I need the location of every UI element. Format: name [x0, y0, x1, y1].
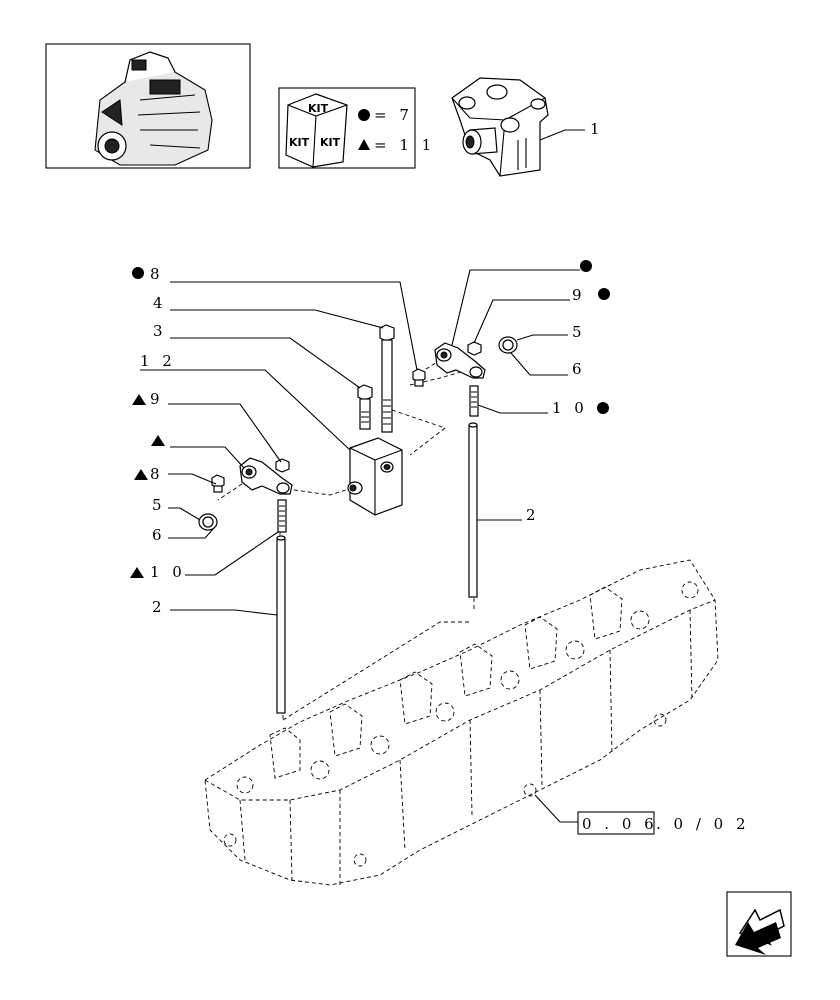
- right-push-rod[interactable]: [468, 422, 478, 598]
- callout-2-left: 2: [152, 598, 166, 616]
- engine-thumbnail-icon: [94, 51, 213, 166]
- left-rocker-arm[interactable]: [239, 457, 293, 495]
- right-adjusting-screw-10[interactable]: [469, 385, 479, 417]
- callout-12: 1 2: [140, 352, 176, 370]
- kit-box-icon: KIT KIT KIT: [285, 93, 348, 168]
- callout-8-triangle: 8: [150, 465, 164, 483]
- marker-circle-9: [598, 288, 610, 300]
- callout-3: 3: [153, 322, 167, 340]
- kit-box-label-top: KIT: [308, 102, 329, 115]
- triangle-marker-icon: [358, 139, 370, 150]
- right-o-ring[interactable]: [498, 336, 518, 354]
- part-4-long-bolt[interactable]: [379, 324, 395, 433]
- callout-1: 1: [590, 120, 604, 138]
- left-adjusting-screw-10[interactable]: [277, 499, 287, 533]
- callout-9-right: 9: [572, 286, 586, 304]
- callout-6-right: 6: [572, 360, 586, 378]
- marker-triangle-8: [134, 469, 148, 480]
- callout-4: 4: [153, 294, 167, 312]
- marker-triangle-10: [130, 567, 144, 578]
- cylinder-head-bosses: [223, 581, 699, 867]
- nav-arrow-icon: [735, 908, 785, 955]
- part-12-support-block[interactable]: [347, 437, 403, 516]
- kit-box-label-right: KIT: [320, 136, 341, 149]
- kit-circle-quantity: = 7: [374, 106, 413, 124]
- marker-circle-rocker: [580, 260, 592, 272]
- part-1-bracket[interactable]: [451, 77, 549, 177]
- part-8-screw-circle[interactable]: [412, 368, 426, 387]
- left-adjust-nut[interactable]: [275, 458, 290, 473]
- nav-arrow-button[interactable]: [726, 891, 792, 957]
- left-o-ring[interactable]: [198, 513, 218, 531]
- marker-triangle-9: [132, 394, 146, 405]
- engine-thumbnail[interactable]: [45, 43, 251, 169]
- callout-9-triangle: 9: [150, 390, 164, 408]
- callout-6-left: 6: [152, 526, 166, 544]
- reference-suffix: . 0 / 0 2: [656, 815, 750, 833]
- kit-legend: KIT KIT KIT = 7 = 1 1: [278, 87, 435, 169]
- circle-marker-icon: [358, 109, 370, 121]
- right-adjust-nut[interactable]: [467, 341, 482, 356]
- callout-10-triangle: 1 0: [150, 563, 186, 581]
- marker-triangle-rocker: [151, 435, 165, 446]
- cylinder-head[interactable]: [204, 559, 719, 886]
- marker-circle-10: [597, 402, 609, 414]
- reference-box[interactable]: [577, 811, 655, 835]
- right-rocker-arm[interactable]: [434, 342, 486, 379]
- callout-2-right: 2: [526, 506, 540, 524]
- callout-5-right: 5: [572, 323, 586, 341]
- kit-triangle-quantity: = 1 1: [374, 136, 435, 154]
- callout-10-right: 1 0: [552, 399, 588, 417]
- kit-box-label-left: KIT: [289, 136, 310, 149]
- callout-8-circle: 8: [150, 265, 164, 283]
- callout-5-left: 5: [152, 496, 166, 514]
- reference-boxed-number: 0 . 0 6: [582, 815, 658, 833]
- left-push-rod[interactable]: [276, 535, 286, 714]
- part-3-short-bolt[interactable]: [357, 384, 373, 430]
- marker-circle-8: [132, 267, 144, 279]
- assembly-guide-lines: [217, 359, 475, 721]
- left-screw-8[interactable]: [211, 474, 225, 493]
